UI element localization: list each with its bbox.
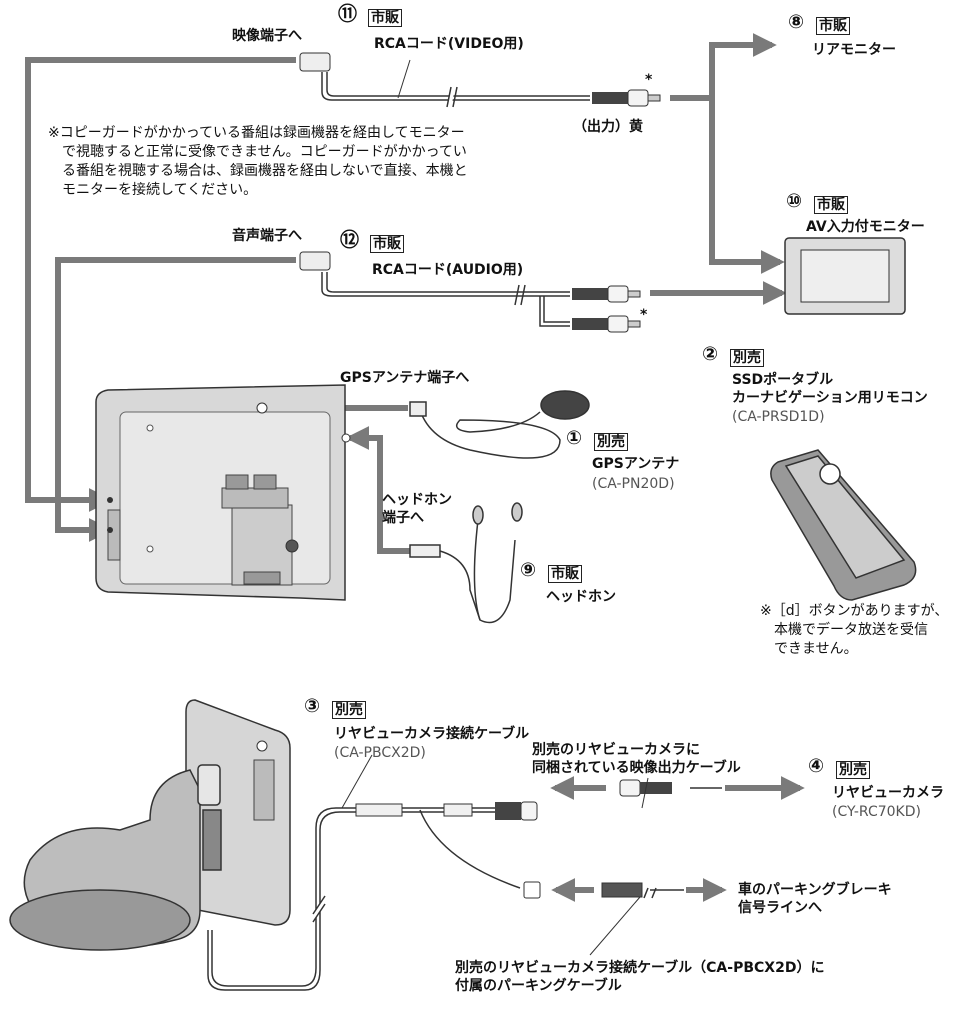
- gps-antenna-illustration: [409, 390, 590, 459]
- rca-audio-cable: [321, 272, 570, 327]
- item12-number: ⑫: [340, 229, 360, 251]
- gps-terminal-label: GPSアンテナ端子へ: [340, 370, 470, 386]
- copyguard-note: ※コピーガードがかかっている番組は録画機器を経由してモニター で視聴すると正常に…: [48, 125, 468, 198]
- video-rca-plug-body: [592, 92, 628, 104]
- audio-route-line: [55, 257, 296, 542]
- item4-tag: 別売: [836, 761, 870, 779]
- item3-tag: 別売: [332, 701, 366, 719]
- parking-brake-label-1: 車のパーキングブレーキ: [738, 882, 892, 898]
- rca-video-cable: [321, 72, 590, 109]
- item2-tag: 別売: [730, 349, 764, 367]
- headphone-terminal-label-2: 端子へ: [382, 510, 424, 526]
- item4-name: リヤビューカメラ: [832, 785, 944, 801]
- item8-number: ⑧: [788, 11, 805, 33]
- item4-number: ④: [808, 755, 825, 777]
- navigation-unit-back: [95, 384, 351, 601]
- asterisk-1: *: [645, 72, 653, 88]
- item9-name: ヘッドホン: [546, 589, 616, 605]
- item9-tag: 市販: [548, 565, 582, 583]
- headphone-illustration: [409, 502, 523, 624]
- video-plug: [299, 52, 331, 72]
- navigation-unit-side: [185, 699, 291, 926]
- camera-rca-plug: [619, 779, 641, 797]
- item10-tag: 市販: [814, 196, 848, 214]
- bundled-video-cable-1: 別売のリヤビューカメラに: [532, 742, 700, 758]
- item9-number: ⑨: [520, 559, 537, 581]
- video-to-monitor-line: [709, 98, 785, 274]
- item1-tag: 別売: [594, 433, 628, 451]
- item4-model: (CY-RC70KD): [832, 804, 921, 820]
- item11-name: RCAコード(VIDEO用): [374, 36, 524, 52]
- item3-model: (CA-PBCX2D): [334, 745, 426, 761]
- item2-name-2: カーナビゲーション用リモコン: [732, 390, 928, 406]
- suction-stand: [9, 764, 222, 951]
- parking-terminal: [523, 881, 541, 899]
- item3-number: ③: [304, 695, 321, 717]
- inline-filter: [355, 803, 403, 817]
- av-monitor-illustration: [784, 237, 906, 315]
- remote-control-illustration: [770, 449, 917, 601]
- parking-cable-label-2: 付属のパーキングケーブル: [455, 978, 622, 994]
- parking-brake-label-2: 信号ラインへ: [738, 900, 822, 916]
- parking-cable-label-1: 別売のリヤビューカメラ接続ケーブル（CA-PBCX2D）に: [455, 960, 825, 976]
- item2-number: ②: [702, 343, 719, 365]
- item8-name: リアモニター: [812, 42, 896, 58]
- parking-connector: [601, 882, 643, 898]
- headphone-route-line: [345, 426, 410, 554]
- item1-number: ①: [566, 427, 583, 449]
- item10-number: ⑩: [786, 190, 803, 212]
- item12-name: RCAコード(AUDIO用): [372, 262, 524, 278]
- item11-tag: 市販: [368, 9, 402, 27]
- item1-name: GPSアンテナ: [592, 456, 680, 472]
- video-terminal-label: 映像端子へ: [232, 28, 302, 44]
- item12-tag: 市販: [370, 235, 404, 253]
- video-route-line: [25, 57, 296, 512]
- item2-model: (CA-PRSD1D): [732, 409, 825, 425]
- rearview-camera-cable: [207, 787, 722, 991]
- item10-name: AV入力付モニター: [806, 219, 925, 235]
- output-yellow-label: （出力）黄: [573, 119, 643, 135]
- audio-terminal-label: 音声端子へ: [232, 228, 302, 244]
- remote-note: ※［d］ボタンがありますが、 本機でデータ放送を受信 できません。: [760, 603, 949, 657]
- item8-tag: 市販: [816, 17, 850, 35]
- item2-name-1: SSDポータブル: [732, 372, 834, 388]
- asterisk-2: *: [640, 307, 648, 323]
- headphone-terminal-label-1: ヘッドホン: [382, 492, 452, 508]
- bundled-video-cable-2: 同梱されている映像出力ケーブル: [532, 760, 741, 776]
- video-out-line: [670, 33, 777, 101]
- item1-model: (CA-PN20D): [592, 476, 675, 492]
- item11-number: ⑪: [338, 3, 358, 25]
- item3-name: リヤビューカメラ接続ケーブル: [334, 726, 530, 742]
